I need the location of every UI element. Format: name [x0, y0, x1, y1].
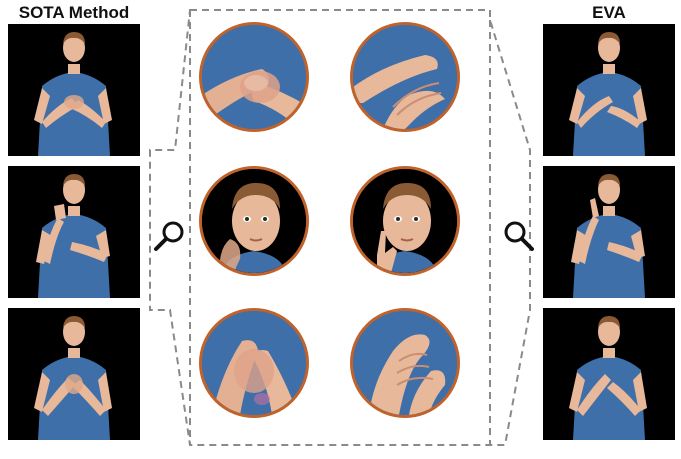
eva-title: EVA: [592, 3, 626, 22]
eva-frame-1: [543, 24, 675, 156]
zoom-eva-hands-2: [350, 308, 460, 418]
signer-image: [8, 166, 140, 298]
eva-frame-2: [543, 166, 675, 298]
magnifier-icon-left: [154, 221, 184, 251]
signer-image: [543, 308, 675, 440]
hands-closeup-image: [202, 25, 306, 129]
signer-image: [543, 166, 675, 298]
hands-closeup-image: [202, 311, 306, 415]
sota-frame-3: [8, 308, 140, 440]
zoom-eva-hands-1: [350, 22, 460, 132]
sota-frame-1: [8, 24, 140, 156]
zoom-sota-face: [199, 166, 309, 276]
face-closeup-image: [202, 169, 306, 273]
sota-frame-2: [8, 166, 140, 298]
zoom-eva-face: [350, 166, 460, 276]
zoom-sota-hands-2: [199, 308, 309, 418]
eva-frame-3: [543, 308, 675, 440]
magnifier-icon-right: [504, 221, 534, 251]
signer-image: [8, 24, 140, 156]
hands-closeup-image: [353, 25, 457, 129]
zoom-sota-hands-1: [199, 22, 309, 132]
signer-image: [8, 308, 140, 440]
signer-image: [543, 24, 675, 156]
face-closeup-image: [353, 169, 457, 273]
hands-closeup-image: [353, 311, 457, 415]
sota-method-title: SOTA Method: [18, 3, 130, 22]
